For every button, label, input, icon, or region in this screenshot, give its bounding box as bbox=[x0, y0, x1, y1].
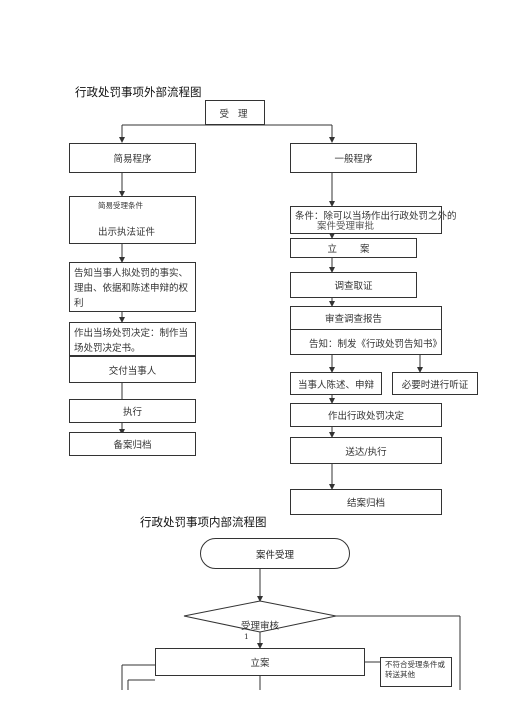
show-id-text: 出示执法证件 bbox=[98, 227, 156, 238]
investigate-box: 调查取证 bbox=[290, 272, 417, 298]
file-case-box: 立 案 bbox=[290, 238, 417, 258]
review-diamond bbox=[183, 600, 337, 633]
simple-condition-box: 简易受理条件 出示执法证件 bbox=[69, 196, 196, 244]
execute-box: 执行 bbox=[69, 399, 196, 423]
decide-box: 作出当场处罚决定：制作当场处罚决定书。 bbox=[69, 322, 196, 356]
external-flow-title: 行政处罚事项外部流程图 bbox=[75, 85, 202, 99]
archive-simple-box: 备案归档 bbox=[69, 432, 196, 456]
divider bbox=[291, 329, 441, 330]
internal-file-box: 立案 bbox=[155, 648, 365, 676]
general-condition-box: 条件：除可以当场作出行政处罚之外的 案件受理审批 bbox=[290, 206, 457, 234]
deliver-execute-box: 送达/执行 bbox=[290, 437, 442, 464]
review-notice-box: 审查调查报告 告知：制发《行政处罚告知书》 bbox=[290, 306, 442, 355]
simple-condition-text: 简易受理条件 bbox=[98, 201, 143, 210]
close-archive-box: 结案归档 bbox=[290, 489, 442, 515]
review-report-text: 审查调查报告 bbox=[325, 314, 383, 325]
statement-box: 当事人陈述、申辩 bbox=[290, 372, 382, 395]
general-procedure-box: 一般程序 bbox=[290, 143, 417, 173]
flow-mark: 1 bbox=[244, 632, 249, 641]
inform-box: 告知当事人拟处罚的事实、理由、依据和陈述申辩的权利 bbox=[69, 262, 196, 312]
internal-flow-title: 行政处罚事项内部流程图 bbox=[140, 515, 267, 529]
deliver-party-box: 交付当事人 bbox=[69, 356, 196, 383]
case-approval-text: 案件受理审批 bbox=[317, 221, 375, 232]
hearing-box: 必要时进行听证 bbox=[392, 372, 478, 395]
case-accept-oval: 案件受理 bbox=[200, 538, 350, 569]
review-diamond-label: 受理审核 bbox=[241, 621, 280, 632]
reject-box: 不符合受理条件或转送其他 bbox=[380, 657, 452, 687]
notice-text: 告知：制发《行政处罚告知书》 bbox=[309, 339, 443, 350]
general-condition-text: 条件：除可以当场作出行政处罚之外的 bbox=[295, 211, 457, 222]
accept-box: 受 理 bbox=[205, 100, 265, 125]
simple-procedure-box: 简易程序 bbox=[69, 143, 196, 173]
decision-box: 作出行政处罚决定 bbox=[290, 403, 442, 427]
